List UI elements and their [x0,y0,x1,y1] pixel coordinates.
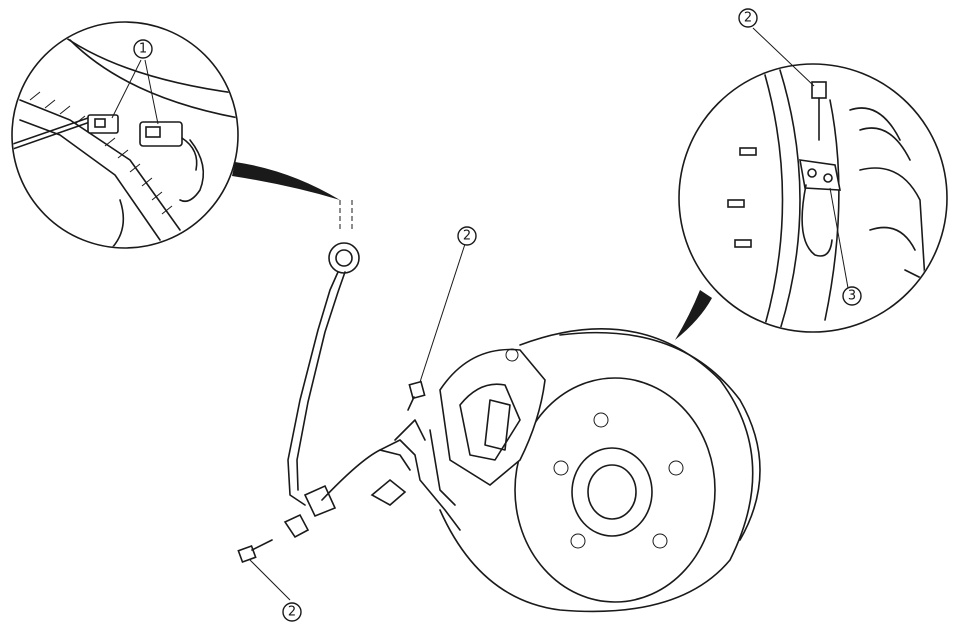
callout-3-circle [842,286,862,306]
connector-detail-view: 1 [11,21,239,249]
callout-2-top-right-circle [738,8,758,28]
callout-2-top-right-label: 2 [744,11,752,26]
callout-1-label: 1 [139,42,147,57]
callout-3-label: 3 [848,289,856,304]
right-detail-pointer [675,290,712,340]
brake-disc-assembly [429,328,761,613]
sensor-harness [283,200,461,539]
callout-2-lower-left-circle [282,602,302,622]
callout-2-center-label: 2 [463,229,471,244]
bolt-center: 2 [407,226,477,411]
callout-2-center-circle [457,226,477,246]
grommet [328,242,360,274]
sensor-detail-view: 2 3 [678,8,948,333]
bolt-lower-left: 2 [237,539,302,622]
callout-2-lower-left-label: 2 [288,605,296,620]
left-detail-pointer [232,162,340,200]
callout-1-circle [133,39,153,59]
